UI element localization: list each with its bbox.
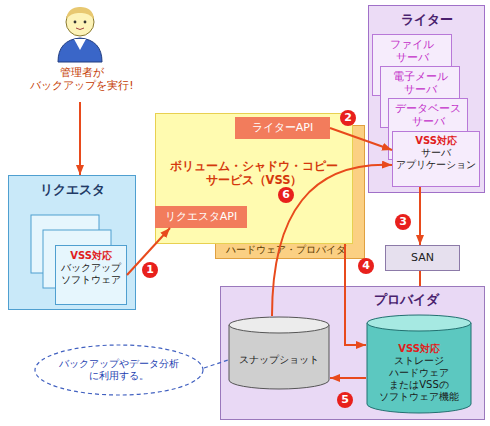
storage-cylinder: VSS対応ストレージ ハードウェア またはVSSの ソフトウェア機能 bbox=[366, 314, 472, 414]
cylinder-body bbox=[367, 323, 471, 413]
connector-arrow bbox=[79, 102, 81, 175]
callout-bubble: バックアップやデータ分析 に利用する。 bbox=[34, 344, 204, 396]
node-text: VSS対応 bbox=[398, 343, 440, 355]
callout-number: 5 bbox=[337, 392, 353, 408]
node-text: プロバイダ bbox=[374, 292, 439, 308]
connector-arrow bbox=[419, 271, 421, 286]
node-text: ライターAPI bbox=[252, 121, 313, 134]
node-text: SAN bbox=[411, 251, 434, 264]
callout-number: 1 bbox=[142, 262, 158, 278]
admin-collar bbox=[74, 39, 86, 50]
connector-arrow bbox=[330, 377, 366, 379]
node-text: VSS対応 bbox=[70, 250, 112, 262]
node-text: スナップショット bbox=[239, 354, 319, 366]
node-text: サーバ アプリケーション bbox=[393, 147, 479, 171]
node-text: データベース サーバ bbox=[393, 102, 463, 128]
admin-eye bbox=[84, 21, 87, 24]
admin-head bbox=[66, 8, 94, 36]
callout-number: 6 bbox=[278, 187, 294, 203]
writer-group: ライターファイル サーバ電子メール サーバデータベース サーバ VSS対応サーバ … bbox=[368, 5, 485, 193]
node-text: ファイル サーバ bbox=[377, 38, 447, 64]
node-text: バックアップやデータ分析 に利用する。 bbox=[49, 358, 189, 382]
application-box: VSS対応サーバ アプリケーション bbox=[392, 131, 480, 187]
cylinder-top bbox=[367, 315, 471, 331]
node-text: ハードウェア・プロバイダ bbox=[226, 244, 346, 256]
node-text: VSS対応 bbox=[415, 135, 457, 147]
callout-ellipse bbox=[35, 345, 203, 395]
node-text: ストレージ ハードウェア またはVSSの ソフトウェア機能 bbox=[373, 355, 465, 403]
node-text: ボリューム・シャドウ・コピー サービス（VSS） bbox=[164, 160, 344, 188]
node-text: ライター bbox=[401, 12, 453, 28]
callout-number: 4 bbox=[358, 258, 374, 274]
connector-arrow bbox=[204, 360, 228, 368]
admin-actor: 管理者が バックアップを実行! bbox=[22, 64, 142, 102]
connector-arrow bbox=[330, 128, 392, 150]
node-text: 管理者が バックアップを実行! bbox=[23, 66, 141, 92]
admin-body bbox=[58, 38, 102, 62]
api-tab: ライターAPI bbox=[235, 117, 330, 139]
node-text: リクエスタ bbox=[40, 182, 105, 198]
requester-group: リクエスタ VSS対応バックアップ ソフトウェア bbox=[8, 175, 136, 310]
san-box: SAN bbox=[385, 245, 460, 271]
service-box: ボリューム・シャドウ・コピー サービス（VSS） ライターAPI リクエスタAPI bbox=[155, 113, 353, 244]
callout-number: 2 bbox=[340, 110, 356, 126]
cylinder-body bbox=[229, 325, 329, 389]
snapshot-cylinder: スナップショット bbox=[228, 316, 330, 390]
admin-mouth bbox=[76, 28, 84, 30]
node-text: バックアップ ソフトウェア bbox=[58, 262, 124, 286]
callout-number: 3 bbox=[395, 214, 411, 230]
admin-eye bbox=[74, 21, 77, 24]
cylinder-outline bbox=[228, 316, 330, 390]
connector-arrow bbox=[272, 165, 392, 316]
connector-arrow bbox=[419, 187, 421, 245]
software-box: VSS対応バックアップ ソフトウェア bbox=[55, 245, 127, 305]
api-tab: リクエスタAPI bbox=[155, 206, 247, 228]
admin-figure bbox=[58, 7, 102, 62]
node-text: リクエスタAPI bbox=[165, 210, 237, 223]
cylinder-top bbox=[229, 317, 329, 333]
admin-hair bbox=[66, 7, 94, 19]
node-text: 電子メール サーバ bbox=[385, 70, 455, 96]
